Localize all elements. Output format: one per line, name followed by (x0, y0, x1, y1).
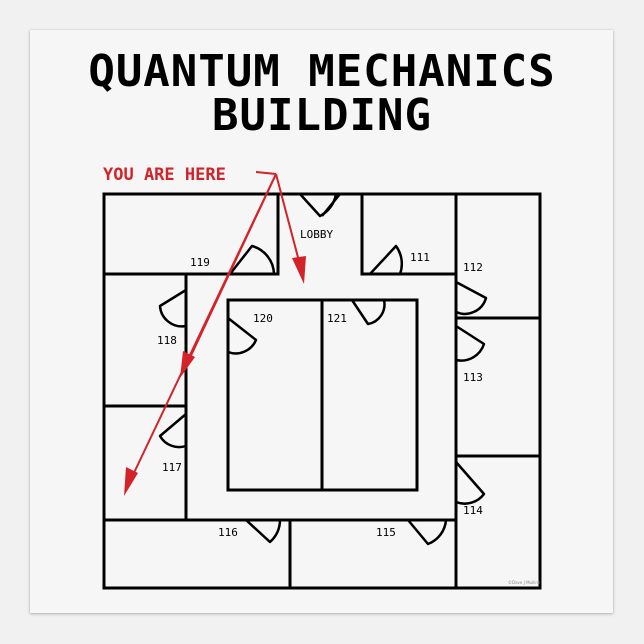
label-lobby: LOBBY (300, 228, 333, 241)
you-are-here-arrows (131, 171, 301, 478)
label-room-116: 116 (218, 526, 238, 539)
label-room-114: 114 (463, 504, 483, 517)
label-room-118: 118 (157, 334, 177, 347)
you-are-here-label: YOU ARE HERE (103, 165, 226, 185)
label-room-120: 120 (253, 312, 273, 325)
title-line-2: BUILDING (212, 90, 432, 141)
title-line-1: QUANTUM MECHANICS (88, 46, 556, 97)
label-room-117: 117 (162, 461, 182, 474)
label-room-113: 113 (463, 371, 483, 384)
label-room-115: 115 (376, 526, 396, 539)
door-115 (407, 519, 448, 546)
door-112 (455, 280, 488, 316)
door-118 (158, 288, 187, 328)
label-room-112: 112 (463, 261, 483, 274)
door-114 (455, 461, 486, 505)
arrowhead-117 (124, 467, 138, 496)
door-113 (455, 324, 486, 362)
floor-plan-walls (102, 192, 542, 590)
door-lobby-right (321, 193, 341, 217)
arrow-heads (124, 256, 306, 496)
door-120 (227, 317, 258, 355)
door-119 (229, 244, 276, 275)
arrowhead-118 (180, 351, 195, 378)
label-room-121: 121 (327, 312, 347, 325)
arrowhead-lobby (292, 256, 306, 284)
door-121 (350, 299, 386, 326)
door-111 (369, 244, 403, 275)
label-room-111: 111 (410, 251, 430, 264)
door-116 (245, 519, 282, 544)
doors (158, 193, 488, 546)
label-room-119: 119 (190, 256, 210, 269)
watermark: ©Dave J Mullins (508, 580, 540, 585)
door-117 (158, 413, 187, 449)
